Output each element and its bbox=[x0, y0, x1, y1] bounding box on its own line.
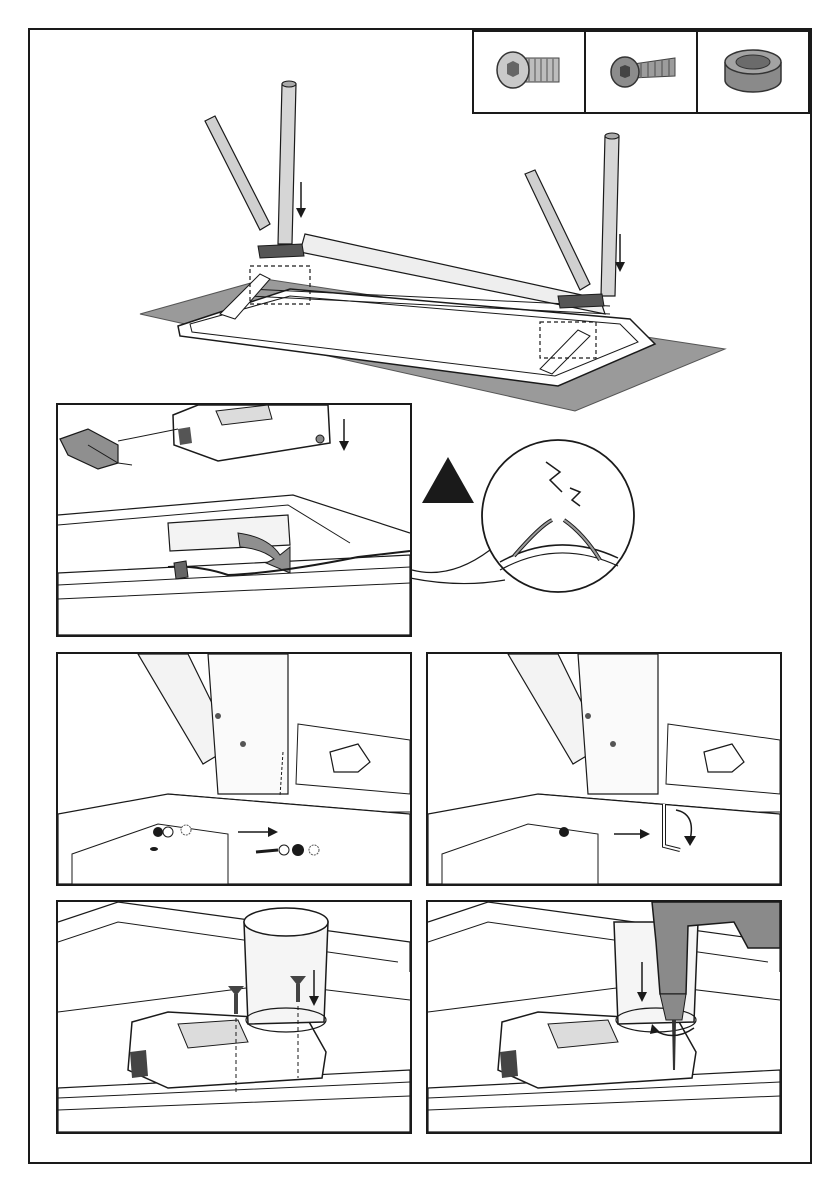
right-leg-assembly bbox=[525, 133, 619, 308]
insert-bolts-illustration bbox=[58, 902, 410, 1132]
hex-key-illustration bbox=[428, 654, 780, 884]
magnified-cable-detail bbox=[300, 430, 660, 605]
step-drill-panel bbox=[426, 900, 782, 1134]
drill-illustration bbox=[428, 902, 780, 1132]
step-hex-key-panel bbox=[426, 652, 782, 886]
overview-illustration bbox=[100, 74, 730, 414]
step-bolt-removal-panel bbox=[56, 652, 412, 886]
step-insert-bolts-panel bbox=[56, 900, 412, 1134]
bolt-removal-illustration bbox=[58, 654, 410, 884]
left-leg-assembly bbox=[205, 81, 304, 258]
